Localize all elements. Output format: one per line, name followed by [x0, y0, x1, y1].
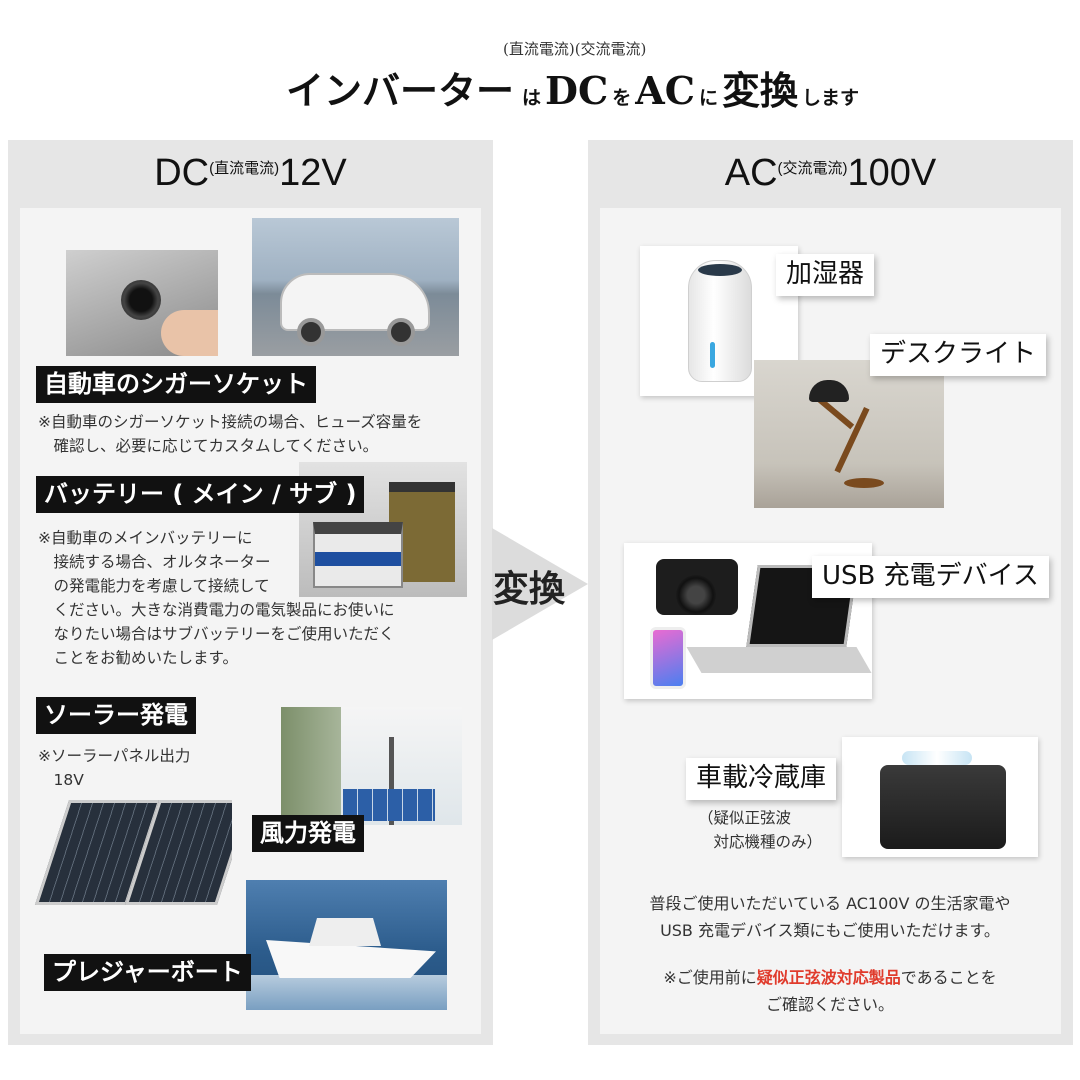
usage-line-2: USB 充電デバイス類にもご使用いただけます。	[660, 921, 1000, 941]
caution-highlight: 疑似正弦波対応製品	[756, 968, 901, 987]
title-shimasu: します	[802, 87, 860, 109]
humidifier-label: 加湿器	[776, 254, 875, 296]
cigar-socket-photo	[66, 250, 218, 356]
title-ruby: (直流電流)(交流電流)	[503, 40, 647, 58]
ac-panel-heading: AC(交流電流)100V	[588, 152, 1073, 195]
desk-lamp-photo	[754, 360, 944, 508]
title-ha: は	[522, 87, 542, 109]
car-fridge-label: 車載冷蔵庫	[686, 758, 837, 800]
solar-panel-photo	[32, 790, 232, 920]
socket-label: 自動車のシガーソケット	[36, 366, 316, 403]
boat-label: プレジャーボート	[44, 954, 251, 991]
dc-panel-heading: DC(直流電流)12V	[8, 152, 493, 195]
title-henkan: 変換	[722, 68, 799, 113]
battery-label: バッテリー ( メイン / サブ )	[36, 476, 365, 513]
caution-line-2: ご確認ください。	[765, 995, 894, 1015]
wind-label: 風力発電	[252, 815, 364, 852]
car-fridge-note: （疑似正弦波 対応機種のみ）	[698, 809, 823, 852]
title-wo: を	[612, 87, 632, 109]
title-ac: AC	[635, 68, 695, 113]
caution-note: ※ご使用前に疑似正弦波対応製品であることを ご確認ください。	[600, 964, 1060, 1018]
ac-heading-sub: (交流電流)	[777, 160, 848, 177]
boat-photo	[246, 880, 447, 1010]
title-inverter: インバーター	[282, 50, 518, 115]
battery-note: ※自動車のメインバッテリーに 接続する場合、オルタネーター の発電能力を考慮して…	[38, 529, 395, 668]
dc-heading-main: DC	[154, 152, 210, 194]
ac-heading-main: AC	[724, 152, 778, 194]
dc-heading-sub: (直流電流)	[209, 160, 280, 177]
usage-description: 普段ご使用いただいている AC100V の生活家電や USB 充電デバイス類にも…	[600, 890, 1060, 944]
ac-heading-volt: 100V	[847, 152, 937, 194]
car-photo	[252, 218, 459, 356]
convert-arrow-icon	[492, 528, 588, 640]
dc-heading-volt: 12V	[279, 152, 347, 194]
caution-line-1: ※ご使用前に疑似正弦波対応製品であることを	[600, 964, 1060, 991]
car-fridge-photo	[842, 737, 1038, 857]
title-ni: に	[698, 87, 718, 109]
socket-note: ※自動車のシガーソケット接続の場合、ヒューズ容量を 確認し、必要に応じてカスタム…	[38, 413, 423, 456]
solar-note: ※ソーラーパネル出力 18V	[38, 747, 191, 790]
desklight-label: デスクライト	[870, 334, 1047, 376]
solar-label: ソーラー発電	[36, 697, 196, 734]
title-dc: DC	[545, 68, 609, 113]
convert-arrow-label: 変換	[493, 569, 566, 610]
caution-suffix: であることを	[900, 968, 997, 987]
wind-turbine-photo	[281, 707, 462, 825]
caution-prefix: ※ご使用前に	[663, 968, 757, 987]
usb-devices-label: USB 充電デバイス	[812, 556, 1049, 598]
usage-line-1: 普段ご使用いただいている AC100V の生活家電や	[649, 894, 1011, 913]
